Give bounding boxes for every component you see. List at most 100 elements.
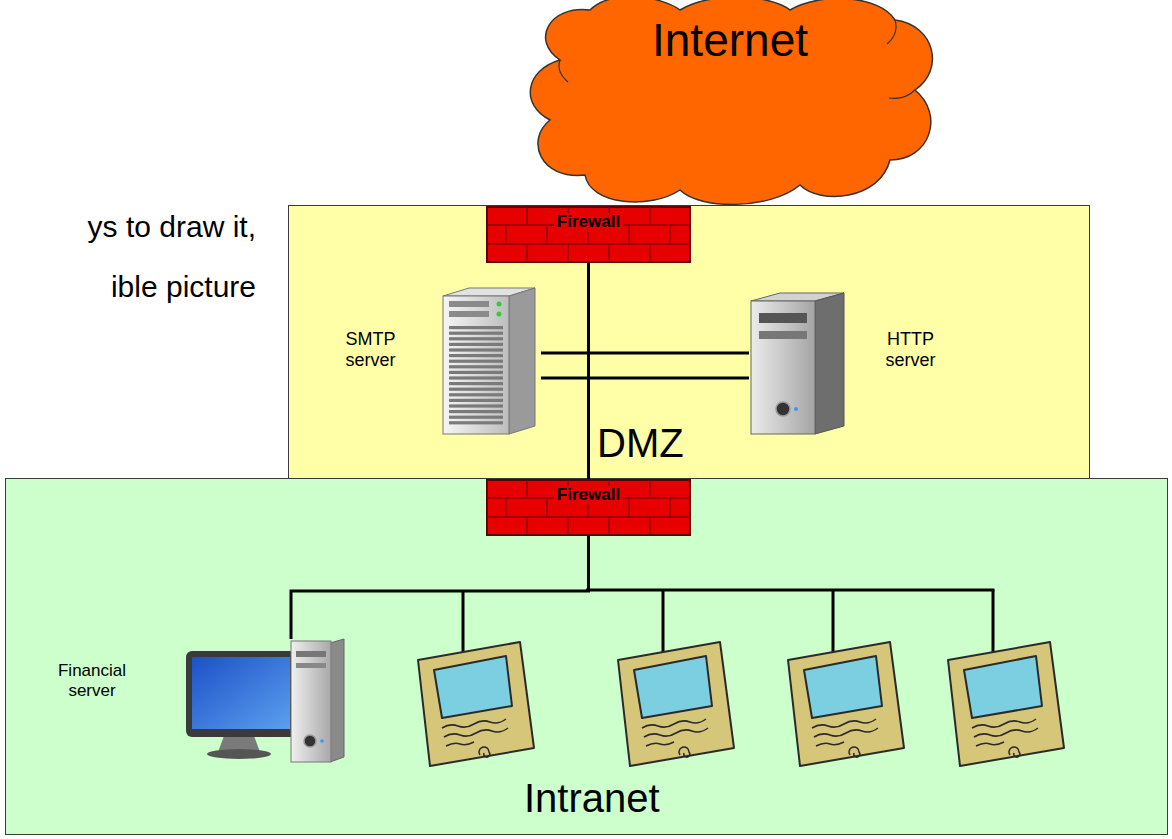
drive-bay bbox=[449, 371, 503, 374]
brick-lines-part bbox=[546, 225, 548, 244]
brick-lines-part bbox=[649, 207, 651, 225]
drive-bay bbox=[449, 332, 503, 335]
brick-lines-part bbox=[526, 517, 528, 535]
monitor-frame bbox=[186, 651, 296, 737]
zone-title-holder: Intranet bbox=[524, 775, 660, 821]
network-link bbox=[541, 377, 749, 380]
zone-title-holder: DMZ bbox=[597, 420, 684, 466]
server-led bbox=[794, 407, 798, 411]
server-label: Financial server bbox=[46, 661, 138, 700]
drive-bay bbox=[449, 348, 503, 351]
brick-lines-part bbox=[567, 244, 569, 262]
brick-lines-part bbox=[628, 225, 630, 244]
internet-cloud: Internet bbox=[520, 0, 940, 210]
brick-lines-part bbox=[546, 498, 548, 517]
monitor-screen bbox=[192, 657, 290, 729]
laptop-icon bbox=[418, 642, 534, 766]
brick-lines-part bbox=[669, 498, 671, 517]
drive-bay bbox=[449, 404, 503, 407]
edge-layer bbox=[291, 263, 749, 639]
cloud-outline bbox=[530, 0, 932, 204]
financial-server: Financial server bbox=[46, 639, 346, 764]
side-note-holder: ible picture bbox=[111, 270, 256, 305]
brick-lines-part bbox=[505, 225, 507, 244]
server-label: HTTP server bbox=[872, 329, 949, 370]
power-button bbox=[776, 402, 790, 416]
drop-wire bbox=[662, 590, 665, 652]
laptop-group bbox=[418, 642, 1064, 766]
server-side bbox=[509, 288, 535, 434]
drive-bay bbox=[449, 416, 503, 419]
brick-lines-part bbox=[526, 480, 528, 498]
http-server: HTTP server bbox=[749, 291, 949, 436]
drive-bay bbox=[449, 326, 503, 329]
network-link bbox=[587, 263, 590, 479]
brick-lines-part bbox=[649, 517, 651, 535]
side-note-holder: ys to draw it, bbox=[88, 210, 256, 245]
firewall-box: Firewall bbox=[486, 479, 691, 536]
dmz-zone: DMZ FirewallSMTP server HTTP server bbox=[288, 205, 1090, 480]
server-slot bbox=[449, 311, 489, 317]
drive-bay bbox=[449, 343, 503, 346]
drive-bay bbox=[449, 376, 503, 379]
drop-wire bbox=[992, 590, 995, 652]
zone-title: DMZ bbox=[597, 420, 684, 466]
brick-lines bbox=[487, 207, 690, 262]
drop-wire bbox=[832, 590, 835, 652]
server-led bbox=[497, 312, 502, 317]
drive-bay bbox=[449, 388, 503, 391]
drive-bay bbox=[449, 399, 503, 402]
brick-lines-part bbox=[567, 517, 569, 535]
server-slot bbox=[449, 301, 489, 307]
laptop-icon bbox=[618, 642, 734, 766]
drive-bay bbox=[449, 337, 503, 340]
zone-title: Intranet bbox=[524, 775, 660, 821]
server-led bbox=[320, 739, 324, 743]
drop-wire bbox=[462, 590, 465, 652]
cloud-curl bbox=[559, 60, 568, 82]
brick-lines-part bbox=[526, 207, 528, 225]
server-front bbox=[443, 296, 509, 434]
server-label-holder: HTTP server bbox=[872, 329, 949, 370]
drive-bay bbox=[449, 393, 503, 396]
monitor-base bbox=[207, 749, 271, 759]
brick-lines-part bbox=[628, 498, 630, 517]
side-note: ible picture bbox=[111, 270, 256, 305]
fin-shape bbox=[46, 639, 346, 764]
server-slot bbox=[759, 331, 807, 339]
server-led bbox=[497, 302, 502, 307]
firewall-label-holder: Firewall bbox=[486, 213, 691, 232]
server-side bbox=[815, 293, 844, 434]
drive-bay bbox=[449, 360, 503, 363]
smtp-server: SMTP server bbox=[323, 286, 541, 436]
tower-slot bbox=[296, 651, 326, 657]
firewall-wall bbox=[487, 207, 690, 262]
tower-front bbox=[291, 641, 331, 762]
server-label-holder: Financial server bbox=[46, 661, 138, 700]
brick-lines bbox=[487, 480, 690, 535]
tower-slot bbox=[296, 663, 326, 668]
brick-lines-part bbox=[505, 498, 507, 517]
bus-wire bbox=[586, 589, 995, 592]
server-slot bbox=[759, 313, 807, 323]
brick-lines-part bbox=[608, 244, 610, 262]
side-note: ys to draw it, bbox=[88, 210, 256, 245]
server-label: SMTP server bbox=[323, 329, 418, 370]
drive-bay bbox=[449, 382, 503, 385]
drive-bay bbox=[449, 365, 503, 368]
firewall-label: Firewall bbox=[554, 213, 623, 232]
cloud-curl bbox=[889, 90, 915, 98]
network-link bbox=[291, 536, 589, 639]
drive-bay bbox=[449, 354, 503, 357]
laptop-icon bbox=[948, 642, 1064, 766]
zone-title-holder: Internet bbox=[520, 14, 940, 67]
brick-lines-part bbox=[608, 517, 610, 535]
intranet-bus bbox=[463, 590, 995, 652]
tower-side bbox=[330, 639, 344, 762]
zone-title: Internet bbox=[652, 14, 808, 67]
brick-lines-part bbox=[526, 244, 528, 262]
firewall-wall bbox=[487, 480, 690, 535]
cloud-curl bbox=[887, 20, 896, 44]
